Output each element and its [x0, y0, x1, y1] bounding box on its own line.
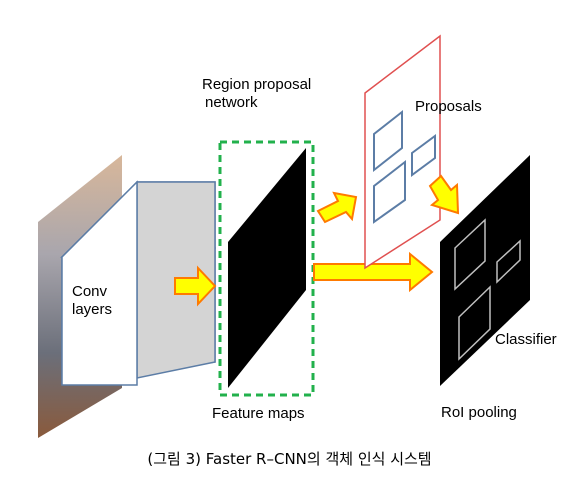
conv-layers-label-line2: layers	[72, 301, 113, 318]
proposals-label: Proposals	[415, 98, 482, 115]
proposal-box-3	[411, 134, 436, 177]
arrow-conv-to-feature	[174, 265, 217, 307]
classifier-label: Classifier	[495, 331, 557, 348]
conv-layers-label: Conv layers	[72, 283, 112, 319]
roi-box-3	[496, 239, 521, 284]
arrow-proposals-to-classifier	[428, 174, 460, 215]
proposals-plane	[364, 34, 441, 270]
arrow-feature-to-proposals	[316, 191, 358, 224]
proposal-box-1	[373, 109, 403, 173]
rpn-label: Region proposal network	[202, 76, 311, 112]
roi-box-2	[458, 285, 491, 361]
roi-box-1	[454, 218, 486, 291]
figure-caption: (그림 3) Faster R–CNN의 객체 인식 시스템	[147, 450, 432, 468]
roi-pooling-label: RoI pooling	[441, 404, 517, 421]
roi-classifier-plane	[440, 155, 530, 386]
arrow-feature-to-roi	[313, 251, 434, 293]
rpn-label-line2: network	[205, 94, 258, 111]
conv-layers-label-line1: Conv	[72, 283, 108, 300]
proposal-box-2	[373, 159, 406, 224]
rpn-label-line1: Region proposal	[202, 76, 312, 93]
feature-maps-label: Feature maps	[212, 405, 305, 422]
feature-maps-plane	[228, 148, 306, 388]
